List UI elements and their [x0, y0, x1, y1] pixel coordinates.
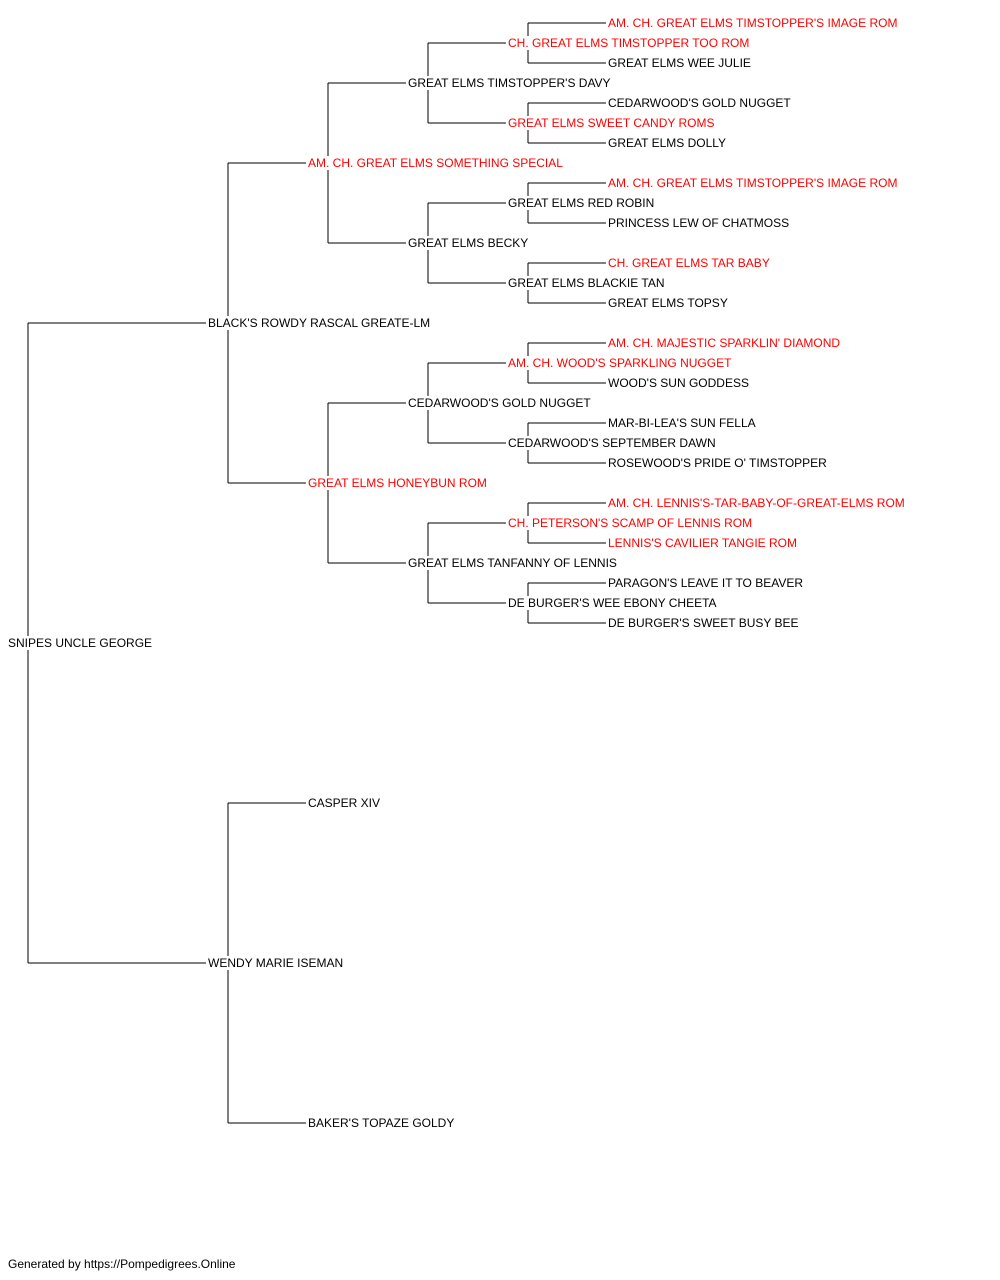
pedigree-dam-name: WOOD'S SUN GODDESS: [606, 376, 751, 390]
pedigree-dam-name: WENDY MARIE ISEMAN: [206, 956, 346, 970]
pedigree-dam-name: GREAT ELMS BECKY: [406, 236, 531, 250]
pedigree-sire-name: CEDARWOOD'S GOLD NUGGET: [606, 96, 793, 110]
pedigree-dam-name: DE BURGER'S SWEET BUSY BEE: [606, 616, 801, 630]
pedigree-sire-name: AM. CH. WOOD'S SPARKLING NUGGET: [506, 356, 734, 370]
pedigree-sire-name: AM. CH. GREAT ELMS TIMSTOPPER'S IMAGE RO…: [606, 176, 900, 190]
footer-credit: Generated by https://Pompedigrees.Online: [8, 1257, 236, 1271]
pedigree-dam-name: DE BURGER'S WEE EBONY CHEETA: [506, 596, 719, 610]
pedigree-subject-name: SNIPES UNCLE GEORGE: [6, 636, 155, 650]
pedigree-sire-name: GREAT ELMS RED ROBIN: [506, 196, 657, 210]
pedigree-sire-name: CH. GREAT ELMS TIMSTOPPER TOO ROM: [506, 36, 752, 50]
pedigree-sire-name: CH. PETERSON'S SCAMP OF LENNIS ROM: [506, 516, 755, 530]
pedigree-sire-name: CH. GREAT ELMS TAR BABY: [606, 256, 772, 270]
pedigree-dam-name: GREAT ELMS TOPSY: [606, 296, 730, 310]
pedigree-sire-name: CEDARWOOD'S GOLD NUGGET: [406, 396, 593, 410]
pedigree-sire-name: CASPER XIV: [306, 796, 383, 810]
pedigree-sire-name: GREAT ELMS TIMSTOPPER'S DAVY: [406, 76, 613, 90]
pedigree-sire-name: AM. CH. GREAT ELMS TIMSTOPPER'S IMAGE RO…: [606, 16, 900, 30]
pedigree-dam-name: PRINCESS LEW OF CHATMOSS: [606, 216, 792, 230]
pedigree-sire-name: BLACK'S ROWDY RASCAL GREATE-LM: [206, 316, 433, 330]
pedigree-dam-name: GREAT ELMS BLACKIE TAN: [506, 276, 667, 290]
pedigree-sire-name: AM. CH. MAJESTIC SPARKLIN' DIAMOND: [606, 336, 843, 350]
pedigree-sire-name: PARAGON'S LEAVE IT TO BEAVER: [606, 576, 806, 590]
pedigree-dam-name: GREAT ELMS TANFANNY OF LENNIS: [406, 556, 619, 570]
pedigree-dam-name: ROSEWOOD'S PRIDE O' TIMSTOPPER: [606, 456, 829, 470]
pedigree-dam-name: GREAT ELMS WEE JULIE: [606, 56, 753, 70]
pedigree-dam-name: BAKER'S TOPAZE GOLDY: [306, 1116, 457, 1130]
pedigree-dam-name: GREAT ELMS HONEYBUN ROM: [306, 476, 489, 490]
pedigree-dam-name: CEDARWOOD'S SEPTEMBER DAWN: [506, 436, 718, 450]
pedigree-sire-name: AM. CH. GREAT ELMS SOMETHING SPECIAL: [306, 156, 565, 170]
pedigree-dam-name: LENNIS'S CAVILIER TANGIE ROM: [606, 536, 799, 550]
pedigree-sire-name: AM. CH. LENNIS'S-TAR-BABY-OF-GREAT-ELMS …: [606, 496, 907, 510]
pedigree-dam-name: GREAT ELMS DOLLY: [606, 136, 729, 150]
pedigree-dam-name: GREAT ELMS SWEET CANDY ROMS: [506, 116, 717, 130]
pedigree-sire-name: MAR-BI-LEA'S SUN FELLA: [606, 416, 758, 430]
